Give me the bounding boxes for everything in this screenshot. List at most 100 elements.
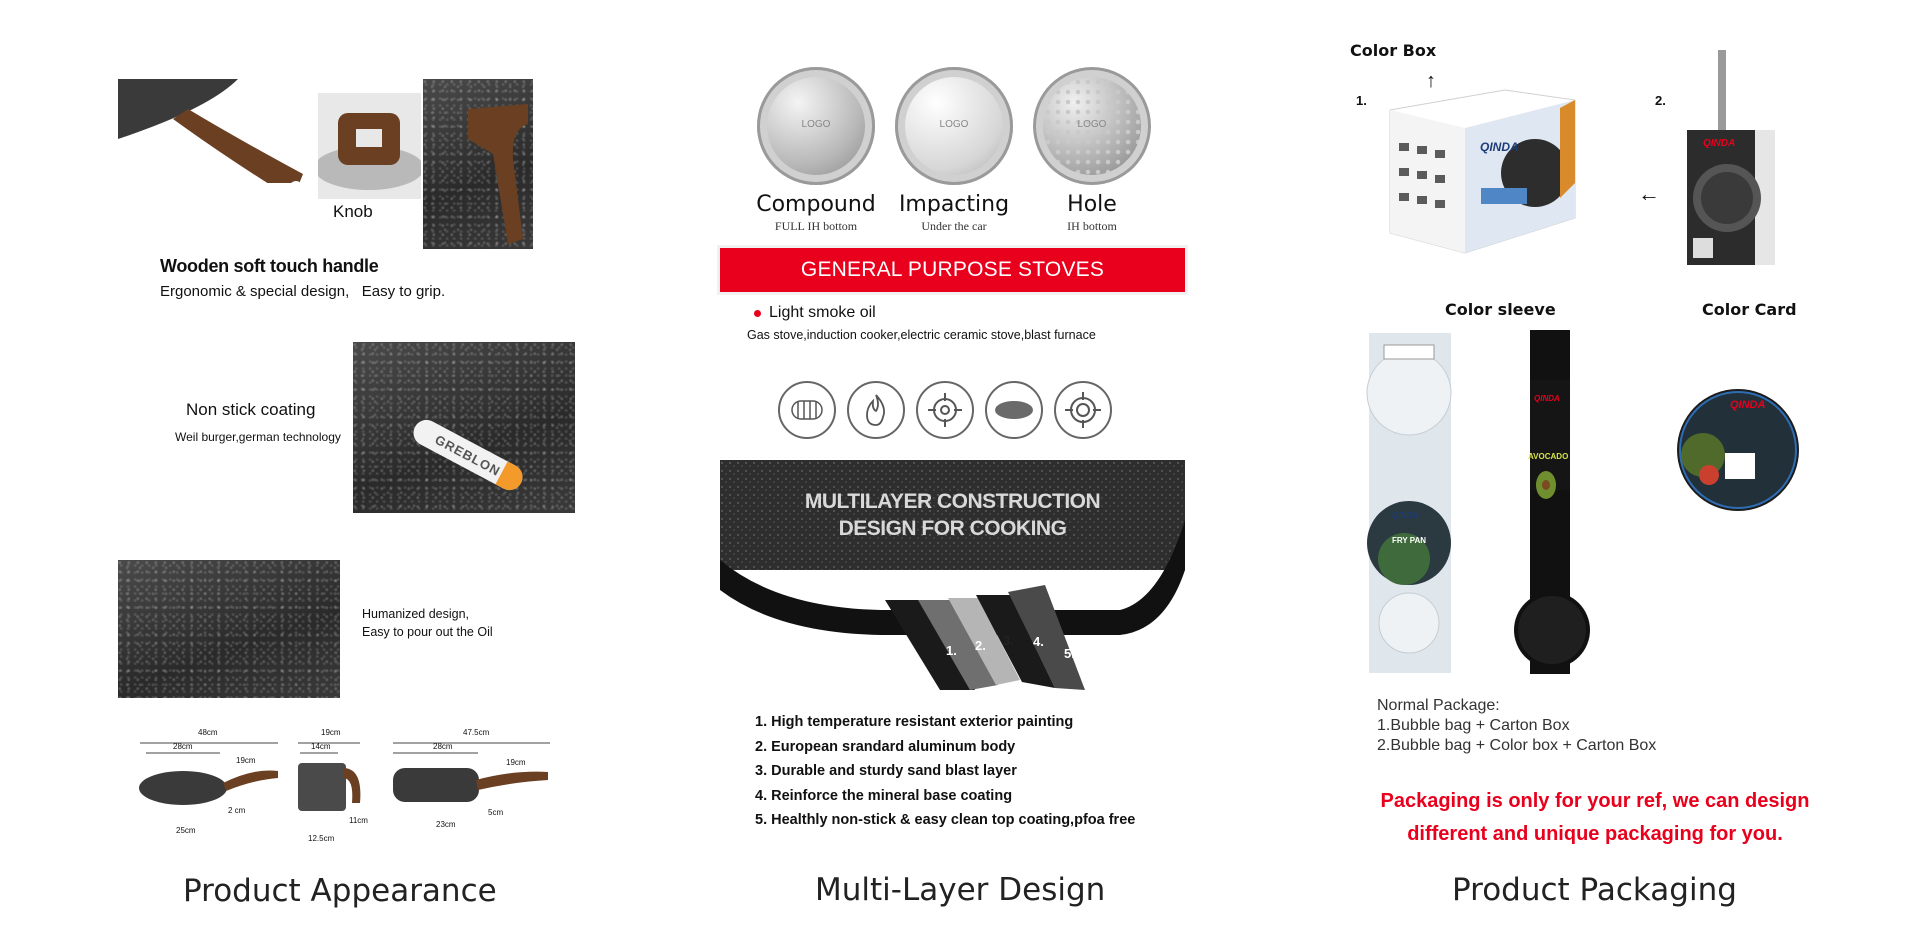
packaging-note-line2: different and unique packaging for you. [1407,823,1783,845]
coating-photo: GREBLON [353,342,575,513]
layer-list: 1. High temperature resistant exterior p… [755,714,1135,837]
multilayer-pan-photo: MULTILAYER CONSTRUCTION DESIGN FOR COOKI… [720,460,1185,700]
dim-pan2-total: 47.5cm [463,728,490,737]
fry-pan-box-number: 2. [1655,93,1666,108]
pan-cross-section [720,460,1185,690]
dim-pan1-diameter: 28cm [173,742,193,751]
layer-number-2: 2. [975,638,986,653]
stoves-banner-text: GENERAL PURPOSE STOVES [800,258,1105,281]
bullet-text: Light smoke oil [769,304,876,321]
stoves-desc: Gas stove,induction cooker,electric cera… [747,328,1096,342]
dim-pan2-depth: 5cm [488,808,504,817]
dim-pan1-depth: 2 cm [228,806,246,815]
disc-hole-logo: LOGO [1077,119,1107,130]
induction-icon [1054,381,1112,439]
multi-layer-panel: LOGO LOGO LOGO Compound Impacting Hole F… [700,0,1220,947]
pour-photo [118,560,340,698]
product-packaging-caption: Product Packaging [1452,872,1737,908]
pot-handle-photo [423,79,533,249]
disc-compound: LOGO [757,67,875,185]
layer-item-1: 1. High temperature resistant exterior p… [755,714,1074,730]
dimensions-drawing: 48cm 28cm 19cm 2 cm 25cm 19cm 14cm 11cm … [138,728,558,848]
color-sleeve-label: Color sleeve [1445,300,1556,319]
dim-pan1-handle: 19cm [236,756,256,765]
knob-image [318,93,421,199]
product-appearance-panel: Knob Wooden soft touch handle Ergonomic … [0,0,640,947]
color-box-image: QINDA [1385,88,1580,256]
knob-label: Knob [333,202,373,221]
packaging-note-line1: Packaging is only for your ref, we can d… [1380,790,1810,812]
gas-coil-icon [778,381,836,439]
dim-pot-total: 19cm [321,728,341,737]
color-box-number: 1. [1356,93,1367,108]
coating-title: Non stick coating [186,400,316,419]
pot-handle-image [468,104,528,244]
coating-desc: Weil burger,german technology [175,430,341,444]
bottom-sub-impacting: Under the car [921,219,987,233]
layer-item-2: 2. European srandard aluminum body [755,738,1016,755]
dim-pot-diameter: 14cm [311,742,331,751]
layer-item-4: 4. Reinforce the mineral base coating [755,787,1013,804]
ceramic-plate-icon [985,381,1043,439]
disc-compound-logo: LOGO [801,119,831,130]
normal-package-2: 2.Bubble bag + Color box + Carton Box [1377,737,1657,754]
bottom-name-hole: Hole [1067,192,1117,217]
pour-line1: Humanized design, [362,607,470,621]
layer-number-4: 4. [1033,634,1044,649]
dim-pot-base: 12.5cm [308,834,335,843]
fry-pan-box-drawing [1687,50,1775,265]
bottom-sub-hole: IH bottom [1067,219,1117,233]
dim-pan2-base: 23cm [436,820,456,829]
normal-package-1: 1.Bubble bag + Carton Box [1377,717,1570,734]
sleeve-2-drawing [1514,330,1590,674]
construction-line1: MULTILAYER CONSTRUCTION [804,490,1101,513]
handle-desc: Ergonomic & special design, Easy to grip… [160,283,446,300]
multi-layer-caption: Multi-Layer Design [815,872,1106,908]
sleeve-2-label: AVOCADO [1528,452,1569,461]
bottom-name-impacting: Impacting [898,192,1010,217]
layer-number-5: 5. [1064,646,1075,661]
layer-item-5: 5. Healthly non-stick & easy clean top c… [755,812,1136,828]
color-box-drawing [1389,89,1576,254]
dim-pan1-base: 25cm [176,826,196,835]
color-card-image: QINDA [1675,365,1802,535]
up-arrow-icon: ↑ [1426,70,1436,92]
knob-photo [318,93,421,199]
greblon-logo: GREBLON [408,415,528,495]
sleeve-1-label: FRY PAN [1392,536,1427,545]
packaging-panel: Color Box ↑ 1. 2. QINDA ← [1330,0,1920,947]
product-appearance-caption: Product Appearance [183,873,497,909]
bottom-sub-compound: FULL IH bottom [774,219,858,233]
greblon-text: GREBLON [432,431,504,479]
layer-item-3: 3. Durable and sturdy sand blast layer [755,763,1017,779]
bullet-dot-icon [754,310,761,317]
fry-pan-box-brand: QINDA [1703,138,1736,149]
dim-pan1-total: 48cm [198,728,218,737]
bottom-name-compound: Compound [756,192,876,217]
stoves-banner: GENERAL PURPOSE STOVES [720,248,1185,292]
dim-pan2-handle: 19cm [506,758,526,767]
handle-title: Wooden soft touch handle [160,256,379,276]
fry-pan-box-image: QINDA [1685,48,1777,270]
left-arrow-icon: ← [1638,181,1660,206]
normal-package-title: Normal Package: [1377,697,1500,714]
construction-line2: DESIGN FOR COOKING [838,517,1067,540]
color-box-label: Color Box [1350,41,1437,60]
color-card-brand: QINDA [1730,399,1766,411]
dimension-lines [139,742,550,811]
sleeve-1-brand: QINDA [1392,511,1418,520]
sleeve-1-image: QINDA FRY PAN [1364,333,1454,673]
packaging-note: Packaging is only for your ref, we can d… [1350,785,1840,851]
handle-photo [118,79,303,183]
sleeve-1-drawing [1366,333,1452,673]
sleeve-2-image: QINDA AVOCADO [1510,330,1590,674]
burner-grate-icon [916,381,974,439]
color-card-label: Color Card [1702,300,1797,319]
pour-line2: Easy to pour out the Oil [362,625,493,639]
color-box-brand: QINDA [1480,140,1519,154]
disc-impacting-logo: LOGO [939,119,969,130]
sleeve-2-brand: QINDA [1534,394,1560,403]
layer-number-3: 3. [1003,633,1014,648]
flame-icon [847,381,905,439]
dim-pot-height: 11cm [349,816,368,825]
